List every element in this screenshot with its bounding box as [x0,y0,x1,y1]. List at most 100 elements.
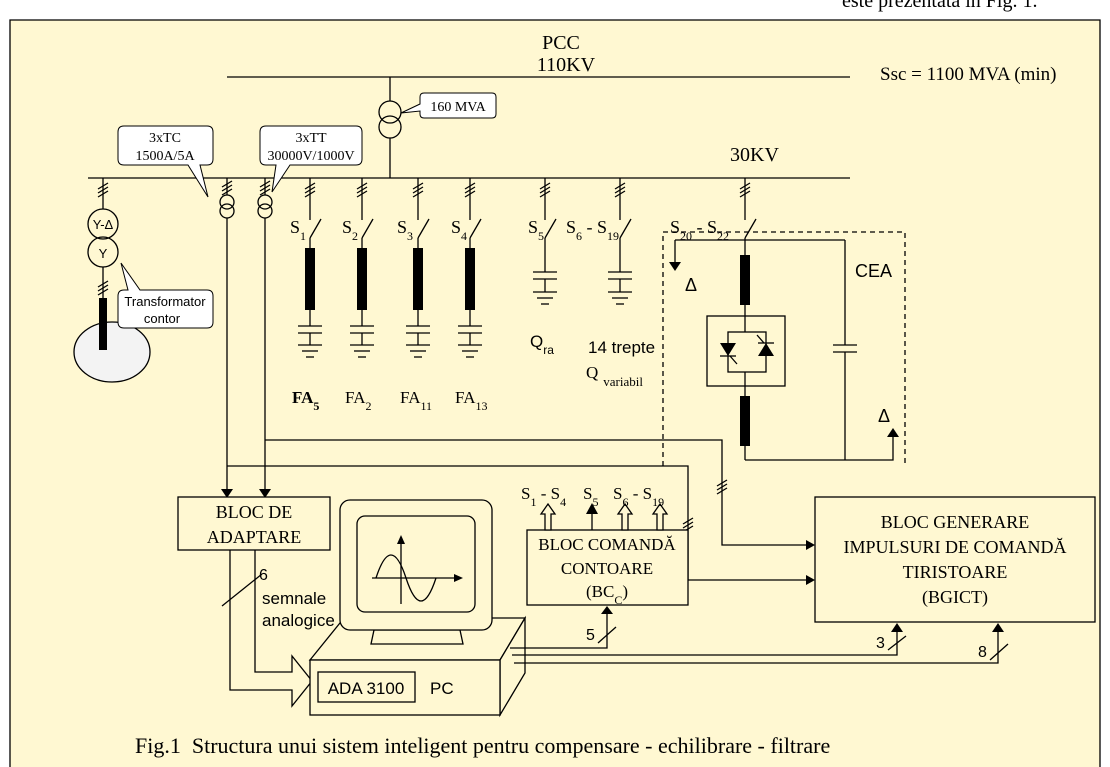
figure-caption: Fig.1 Structura unui sistem inteligent p… [135,733,830,758]
transformer-rating-callout [400,92,497,119]
switch-blade [544,218,557,239]
pc-to-firing-width-a: 3 [876,635,885,652]
counter-output-arrow-s6-a [616,502,634,531]
switch-blade [469,218,482,239]
ground-symbol [406,344,430,358]
vt-count: 3xTT [295,131,327,146]
counter-block-title-1: BLOC COMANDĂ [538,535,676,554]
tick-stroke [464,182,476,190]
analog-signal-label-1: semnale [262,589,326,608]
pc-to-firing-line-a [512,632,898,656]
filter-label-fa11: FA11 [400,388,432,413]
firing-input-arrowhead-1 [806,540,815,550]
switch-index: 2 [352,229,358,243]
filter-label-fa5: FA5 [292,388,319,413]
filter-prefix: FA [400,388,421,407]
vt-to-firing-block-line [265,439,806,546]
switch-label-s1: S1 [290,217,306,243]
hv-section: PCC 110KV Ssc = 1100 MVA (min) [227,32,1056,85]
tick-stroke [412,186,424,194]
thyristor-reverse [756,334,774,356]
switch-prefix: S [451,217,461,237]
monitor-stand [370,629,464,645]
pc-label: PC [430,679,454,698]
ct-arrowhead [221,489,233,498]
ct-count: 3xTC [149,131,181,146]
mv-bus-voltage: 30KV [730,144,779,166]
ct-callout: 3xTC 1500A/5A [117,125,214,198]
main-transformer: 160 MVA [378,77,497,178]
filter-feeder-1 [298,178,322,358]
tick-stroke [539,186,551,194]
vt-callout-bubble [259,125,363,193]
three-phase-tick [304,182,316,198]
switch-prefix: S [342,217,352,237]
thyristor-reverse-triangle [758,343,774,356]
ground-symbol [608,291,632,305]
tick-stroke [304,186,316,194]
switch-index: 5 [538,229,544,243]
ct-ratio: 1500A/5A [135,149,195,164]
pc-to-counter-arrowhead [601,606,613,614]
tick-stroke [614,182,626,190]
firing-block-title-3: TIRISTOARE [903,562,1008,582]
ground-symbol [298,344,322,358]
capacitor-prefix: Q [530,332,543,351]
pc-to-counter-width: 5 [586,627,595,644]
switch-blade [619,218,632,239]
repeated-symbols [97,178,857,533]
screen-sine-wave [375,554,437,602]
ground-symbol [458,344,482,358]
pc-computer: ADA 3100 PC [308,499,527,718]
variable-capacitor-feeder [608,178,632,305]
ct-coil-upper [219,194,235,210]
tick-stroke [539,182,551,190]
switch-index: 20 [680,229,692,243]
switch-blade [309,218,322,239]
switch-index: 19 [652,495,664,509]
vt-coil-upper [257,194,273,210]
counter-output-label-s1-s4: S1 - S4 [521,484,566,509]
tick-stroke [614,190,626,198]
counter-control-block: BLOC COMANDĂ CONTOARE (BCC) S1 - S4 S5 S… [521,484,689,607]
filter-harmonic: 2 [365,399,371,413]
ct-to-firing-block-line [227,465,806,581]
tick-stroke [614,186,626,194]
firing-block-title-4: (BGICT) [922,587,988,608]
switch-prefix: S [583,484,592,503]
tick-stroke [356,182,368,190]
switch-prefix: S [290,217,300,237]
tick-stroke [464,190,476,198]
hv-bus-voltage: 110KV [537,54,596,76]
pc-to-firing-arrowhead-b [992,623,1004,632]
filter-prefix: FA [292,388,314,407]
screen-x-axis-arrow [454,574,463,582]
capacitor-suffix: ra [543,343,554,357]
variable-capacitor-steps: 14 trepte [588,338,655,357]
analog-signal-label-2: analogice [262,611,335,630]
switch-index: 1 [530,495,536,509]
thyristor-valve-housing [706,315,786,387]
vt-callout: 3xTT 30000V/1000V [259,125,363,193]
three-phase-tick [464,182,476,198]
meter-primary-winding [87,208,119,240]
load-ellipse [73,321,151,383]
adapter-block-title-2: ADAPTARE [207,527,302,547]
pc-to-firing-width-b: 8 [978,644,987,661]
tick-stroke [356,190,368,198]
three-phase-tick [539,182,551,198]
firing-block-title-1: BLOC GENERARE [881,512,1030,532]
firing-block-box [814,496,1096,623]
filter-feeder-3 [406,178,430,358]
switch-label-s2: S2 [342,217,358,243]
meter-primary-label: Y-Δ [93,217,114,232]
tick-stroke [539,190,551,198]
switch-index: 3 [407,229,413,243]
tick-stroke [412,182,424,190]
fixed-capacitor-feeder [533,178,557,305]
ground-symbol [533,291,557,305]
counter-abbr-prefix: (BC [586,582,614,601]
page-fragment-text: este prezentată în Fig. 1. [842,0,1038,12]
switch-range-separator: - S [536,484,560,503]
